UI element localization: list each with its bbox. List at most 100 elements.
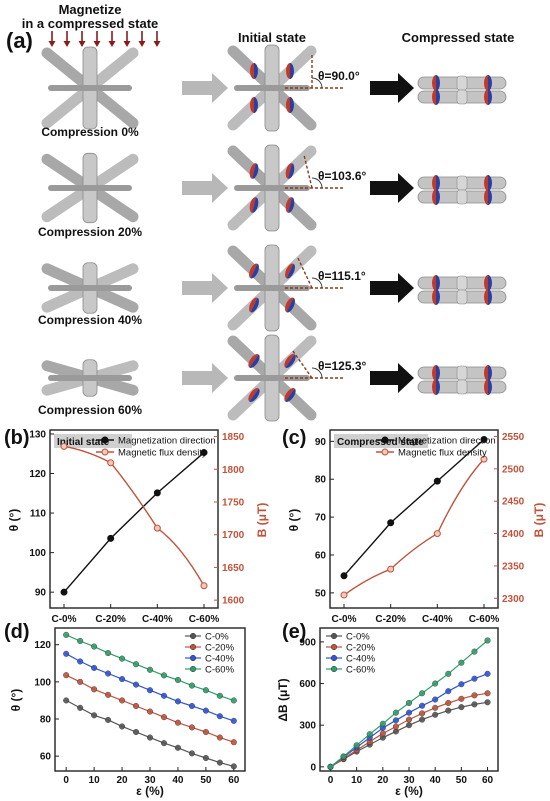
field-arrow-head	[138, 41, 146, 47]
magnet-south-pole	[252, 197, 259, 213]
magnet-segment	[284, 354, 296, 368]
data-point	[160, 692, 168, 699]
data-point	[458, 659, 465, 666]
magnet-north-pole	[484, 365, 488, 381]
magnet-north-pole	[484, 189, 488, 205]
y-tick-label: 100	[29, 548, 46, 559]
legend-label: C-40%	[205, 654, 235, 665]
magnet-north-pole	[432, 189, 436, 205]
compressed-lattice	[417, 275, 507, 305]
y-tick-label: 600	[299, 679, 316, 690]
y-axis-label-b: θ (°)	[7, 509, 21, 532]
legend-marker	[381, 436, 389, 444]
black-process-arrow	[370, 173, 414, 203]
magnet-north-pole	[285, 197, 292, 213]
initial-lattice	[227, 334, 317, 422]
data-point	[458, 704, 465, 711]
data-point	[174, 719, 181, 726]
data-point	[119, 655, 126, 662]
x-tick-label: 50	[200, 775, 212, 786]
magnet-south-pole	[488, 365, 492, 381]
x-tick-label: 40	[172, 775, 184, 786]
angle-label: θ=115.1°	[318, 269, 366, 283]
x-tick-label: C-0%	[51, 614, 76, 625]
data-point	[484, 637, 491, 644]
y-tick-label: 120	[34, 640, 51, 651]
data-point	[188, 682, 195, 689]
black-process-arrow	[370, 73, 414, 103]
magnetized-lattice	[41, 359, 139, 397]
data-point	[153, 524, 161, 532]
y-tick-label: 60	[40, 752, 52, 763]
x-tick-label: C-60%	[469, 614, 500, 625]
data-point	[471, 675, 478, 682]
x-tick-label: 60	[228, 775, 240, 786]
magnet-south-pole	[436, 175, 440, 191]
magnetize-title: Magnetize	[59, 2, 122, 17]
x-tick-label: C-40%	[142, 614, 173, 625]
x-tick-label: C-20%	[95, 614, 126, 625]
data-point	[153, 489, 161, 497]
data-point	[432, 696, 439, 703]
magnet-segment	[249, 263, 259, 279]
data-point	[160, 672, 168, 679]
magnet-south-pole	[488, 275, 492, 291]
legend-label: Magnetization direction	[118, 436, 216, 447]
compression-label: Compression 60%	[38, 403, 142, 417]
y-right-axis-label-b: B (μT)	[255, 503, 269, 538]
data-point	[433, 477, 441, 485]
magnet-north-pole	[249, 297, 258, 313]
panel-b-label: (b)	[4, 427, 30, 449]
magnet-segment	[248, 388, 260, 402]
magnet-south-pole	[488, 379, 492, 395]
data-point	[230, 697, 237, 704]
compressed-state-title: Compressed state	[402, 30, 515, 45]
row-compression-3: Compression 60%θ=125.3°	[38, 334, 507, 422]
data-point	[146, 666, 154, 673]
initial-lattice	[227, 144, 317, 232]
y-tick-label: 80	[315, 475, 327, 486]
compression-label: Compression 0%	[41, 125, 139, 139]
data-point	[405, 699, 413, 707]
panel-a-label: (a)	[6, 28, 33, 53]
state-tag-b	[54, 434, 132, 448]
magnet-north-pole	[249, 263, 258, 279]
data-point	[146, 734, 154, 741]
data-point	[160, 714, 168, 721]
x-tick-label: 20	[116, 775, 128, 786]
data-point	[445, 699, 452, 707]
data-point	[119, 723, 126, 730]
magnet-segment	[432, 175, 440, 191]
legend-label: Magnetic flux density	[398, 448, 487, 459]
magnet-south-pole	[250, 297, 259, 313]
y-axis-label-d: θ (°)	[9, 689, 23, 712]
magnet-south-pole	[436, 289, 440, 305]
data-point	[419, 690, 426, 697]
data-point	[119, 676, 126, 683]
magnet-south-pole	[488, 89, 492, 105]
magnet-north-pole	[284, 388, 295, 402]
legend-marker	[330, 665, 338, 673]
magnet-south-pole	[288, 163, 295, 179]
field-arrow-head	[123, 41, 131, 47]
data-point	[230, 717, 237, 724]
angle-arc	[311, 277, 323, 289]
x-tick-label: C-40%	[422, 614, 453, 625]
data-point	[132, 661, 140, 668]
field-arrow-head	[63, 41, 71, 47]
magnet-segment	[484, 175, 492, 191]
magnet-south-pole	[488, 189, 492, 205]
data-point	[188, 702, 195, 710]
magnet-south-pole	[249, 388, 260, 402]
initial-lattice	[227, 44, 317, 132]
field-arrow-head	[93, 41, 101, 47]
plot-frame-b	[49, 429, 219, 609]
y-right-axis-label-c: B (μT)	[532, 503, 546, 538]
data-point	[146, 708, 154, 715]
state-tag-c	[334, 434, 428, 448]
data-point	[353, 742, 360, 749]
compression-label: Compression 40%	[38, 313, 142, 327]
data-point	[419, 710, 426, 717]
y-right-tick-label: 2500	[502, 464, 525, 475]
